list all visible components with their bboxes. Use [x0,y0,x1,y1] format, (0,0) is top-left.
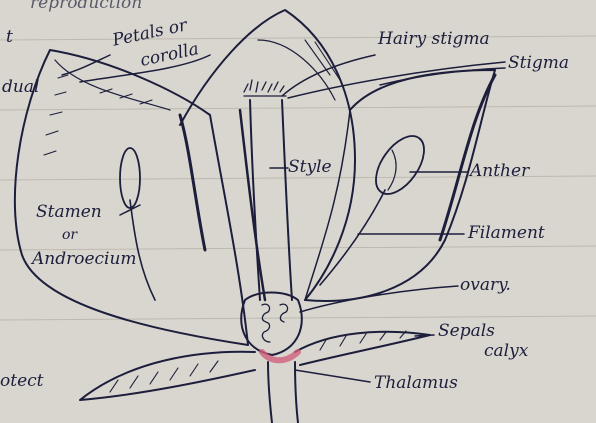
label-calyx: calyx [484,342,528,360]
left-petal-hatching [44,75,152,155]
left-anther [120,148,140,208]
right-anther-inner [388,150,396,190]
label-style: Style [288,158,332,176]
leader-stamen [120,205,140,215]
leader-stigma [288,62,505,98]
hairy-stigma-marks [244,80,286,96]
right-sepal [295,332,430,365]
edge-text-top: reproduction [30,0,142,12]
label-stigma: Stigma [508,54,569,72]
right-sepal-hatching [320,331,406,350]
edge-text-left-dual: dual [2,78,39,96]
label-filament: Filament [468,224,545,242]
label-hairy-stigma: Hairy stigma [378,30,490,48]
label-or: or [62,226,77,244]
edge-text-left-top: t [6,28,13,46]
label-sepals: Sepals [438,322,495,340]
leader-ovary [300,286,458,312]
ovary [241,293,302,356]
right-stamen-filament [320,190,385,285]
label-thalamus: Thalamus [374,374,458,392]
center-petal-left-stroke [240,110,265,300]
leader-sepals [415,335,434,336]
leader-hairy-stigma [282,55,375,96]
right-petal [305,70,495,301]
left-petal-stroke [180,115,205,250]
label-androecium: Androecium [32,250,137,268]
style-right [282,100,292,300]
ovary-ovules [262,304,288,342]
stem-left [268,362,272,423]
left-sepal [80,352,255,400]
edge-text-left-bottom: otect [0,372,43,390]
label-ovary: ovary. [460,276,511,294]
label-stamen: Stamen [36,203,102,221]
leader-thalamus [295,370,370,382]
right-anther [366,128,433,203]
label-anther: Anther [470,162,529,180]
right-petal-inner-curve [305,110,350,300]
center-petal [180,10,355,300]
left-sepal-hatching [110,361,218,392]
